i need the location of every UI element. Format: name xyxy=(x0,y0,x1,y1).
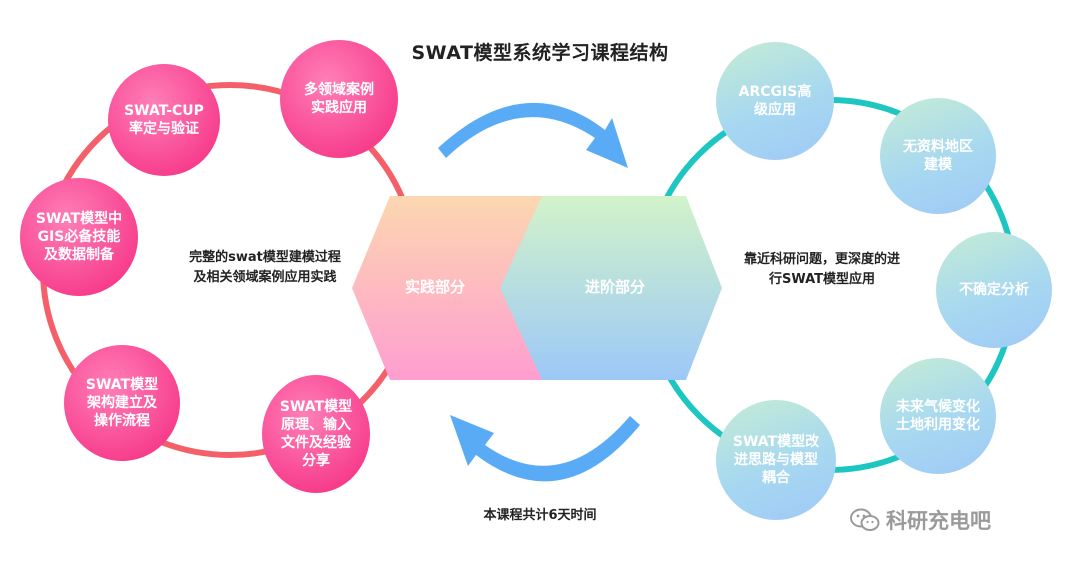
hex-right-shape xyxy=(500,196,722,380)
node-model-setup: SWAT模型 架构建立及 操作流程 xyxy=(64,345,180,461)
watermark-text: 科研充电吧 xyxy=(886,509,991,533)
bottom-arrow xyxy=(450,415,640,482)
hex-left-label: 实践部分 xyxy=(404,278,465,296)
node-model-principles: SWAT模型 原理、输入 文件及经验 分享 xyxy=(262,375,370,493)
node-swat-cup: SWAT-CUP 率定与验证 xyxy=(108,64,220,176)
hex-right-label: 进阶部分 xyxy=(584,278,645,296)
hex-left-shape xyxy=(352,196,570,380)
node-gis-skills: SWAT模型中 GIS必备技能 及数据制备 xyxy=(20,178,138,296)
node-uncertainty-analysis: 不确定分析 xyxy=(936,232,1052,348)
wechat-watermark: 科研充电吧 xyxy=(850,505,991,535)
wechat-icon xyxy=(850,508,880,531)
node-multi-domain-cases: 多领域案例 实践应用 xyxy=(280,40,398,158)
left-description: 完整的swat模型建模过程 及相关领域案例应用实践 xyxy=(189,250,341,285)
node-arcgis-advanced: ARCGIS高 级应用 xyxy=(716,42,834,160)
top-arrow xyxy=(438,102,628,168)
course-duration-note: 本课程共计6天时间 xyxy=(483,508,597,523)
right-description: 靠近科研问题，更深度的进 行SWAT模型应用 xyxy=(743,252,900,287)
node-climate-landuse-change: 未来气候变化 土地利用变化 xyxy=(880,358,996,474)
node-ungauged-modeling: 无资料地区 建模 xyxy=(880,98,996,214)
page-title: SWAT模型系统学习课程结构 xyxy=(411,42,669,64)
node-model-improvement: SWAT模型改 进思路与模型 耦合 xyxy=(716,400,836,520)
